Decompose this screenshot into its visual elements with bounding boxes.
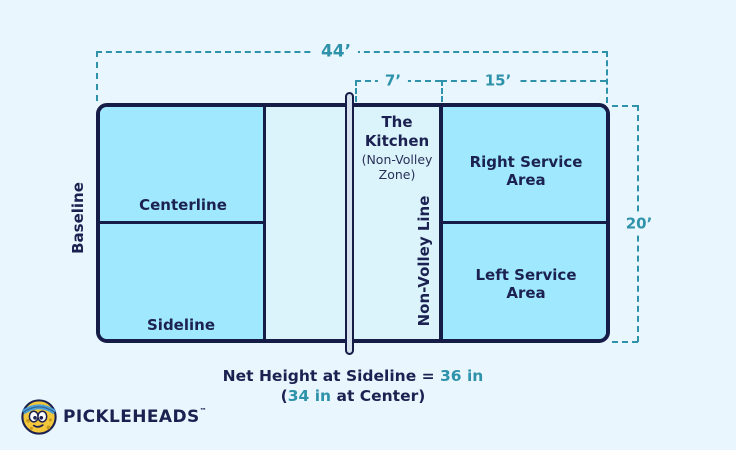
dim-20-tick-bottom [612, 341, 638, 343]
dim-44-tick-left [96, 51, 98, 101]
kitchen-subtitle: (Non-Volley Zone) [361, 151, 433, 183]
kitchen-title-line2: Kitchen [364, 131, 430, 150]
dim-7-tick-left [355, 80, 357, 102]
net-height-center-value: 34 in [287, 387, 332, 405]
kitchen-title: The Kitchen [353, 113, 441, 151]
dim-7-tick-right [441, 80, 443, 102]
wordmark-text: PickleHeads [63, 407, 200, 427]
net-height-sideline-value: 36 in [440, 367, 484, 385]
baseline-label: Baseline [69, 182, 87, 254]
non-volley-line-label: Non-Volley Line [415, 195, 433, 327]
dim-15-line [441, 80, 606, 82]
net-height-line1: Net Height at Sideline = 36 in [96, 366, 610, 386]
net [345, 92, 354, 355]
net-height-line2-suffix: at Center) [331, 387, 426, 405]
right-non-volley-line [439, 107, 443, 339]
pickleball-character-icon [21, 399, 57, 435]
trademark-symbol: ™ [199, 407, 208, 415]
kitchen-label-block: The Kitchen (Non-Volley Zone) [353, 113, 441, 183]
dim-20-label: 20’ [623, 213, 655, 235]
centerline-right [443, 221, 606, 224]
right-service-area-label: Right Service Area [469, 153, 583, 189]
dim-44-tick-right [606, 51, 608, 103]
dim-15-label: 15’ [477, 72, 519, 90]
net-height-line1-text: Net Height at Sideline = [222, 367, 440, 385]
kitchen-title-line1: The [381, 113, 413, 131]
left-non-volley-line [263, 107, 266, 339]
dim-20-tick-top [612, 105, 638, 107]
net-height-note: Net Height at Sideline = 36 in (34 in at… [96, 366, 610, 406]
centerline-label: Centerline [139, 196, 227, 214]
pickleheads-logo: PickleHeads™ [20, 398, 207, 436]
net-height-line2: (34 in at Center) [96, 386, 610, 406]
dim-44-label: 44’ [313, 42, 359, 62]
sideline-label: Sideline [147, 316, 215, 334]
centerline-left [100, 221, 263, 224]
left-service-area-label: Left Service Area [475, 266, 577, 302]
net-height-line2-open: ( [280, 387, 288, 405]
dim-7-label: 7’ [377, 72, 409, 90]
pickleheads-wordmark: PickleHeads™ [63, 407, 207, 427]
